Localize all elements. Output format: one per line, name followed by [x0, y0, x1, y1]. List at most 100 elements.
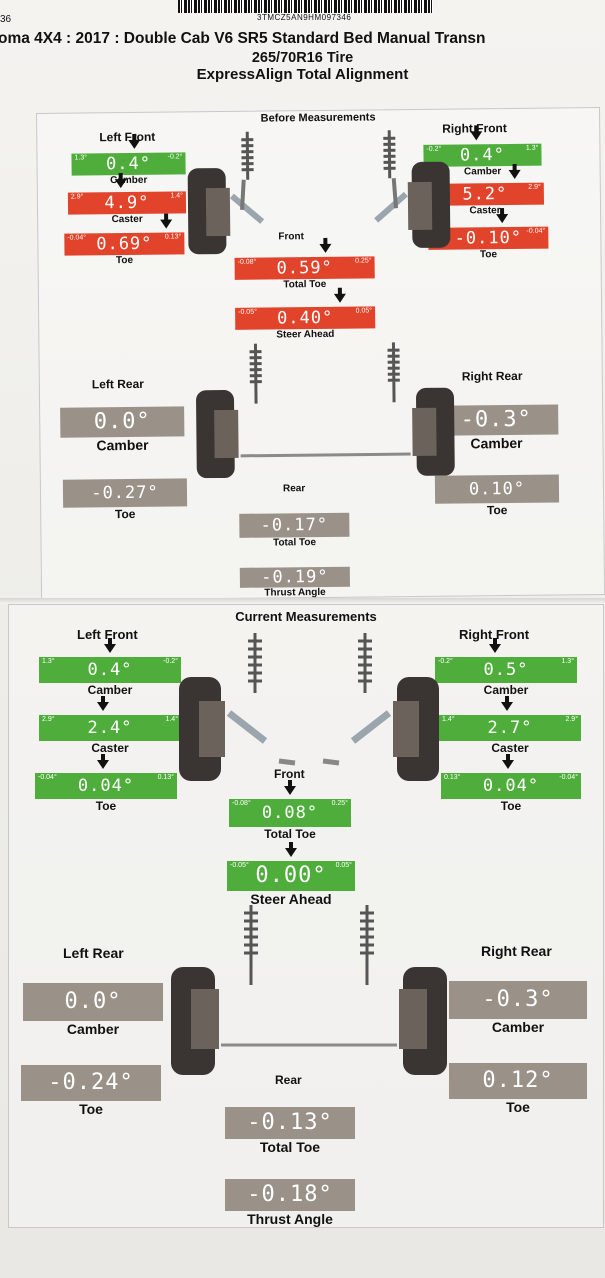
gauge-value: 0.4°	[87, 660, 133, 680]
gauge-max: 0.13°	[157, 774, 174, 781]
indicator-arrow-icon	[470, 131, 483, 141]
steer-ahead-gauge: -0.05°0.05°0.40°Steer Ahead	[235, 293, 376, 340]
front-suspension-icon	[187, 130, 451, 255]
gauge-min: 2.9°	[42, 716, 55, 723]
gauge-caption: Caster	[491, 741, 529, 755]
gauge-value: 2.7°	[487, 718, 533, 738]
lf-toe-gauge: -0.04° 0.13° 0.04° Toe	[35, 754, 177, 813]
gauge-value: 0.5°	[483, 660, 529, 680]
gauge-caption: Total Toe	[264, 827, 316, 841]
gauge-max: 1.3°	[561, 658, 574, 665]
gauge-min: 0.13°	[444, 774, 461, 781]
gauge-max: 0.05°	[335, 862, 352, 869]
gauge-bar	[227, 861, 355, 891]
gauge-bar	[435, 657, 577, 683]
gauge-bar	[21, 1065, 161, 1101]
gauge-caption: Toe	[506, 1099, 530, 1115]
gauge-max: -0.04°	[559, 774, 578, 781]
rr-toe-gauge: 0.10° Toe	[434, 474, 560, 517]
gauge-value: 0.10°	[468, 478, 526, 500]
gauge-max: 2.9°	[565, 716, 578, 723]
gauge-value: 0.12°	[482, 1068, 554, 1093]
indicator-arrow-icon	[285, 842, 297, 857]
gauge-caption: Toe	[115, 254, 134, 267]
gauge-bar	[35, 773, 177, 799]
gauge-min: -0.04°	[38, 774, 57, 781]
gauge-caption: Toe	[486, 503, 508, 518]
gauge-value: 0.59°	[276, 257, 333, 279]
gauge-value: 4.9°	[104, 192, 150, 214]
gauge-caption: Caster	[91, 741, 129, 755]
gauge-bar	[229, 799, 351, 827]
gauge-value: 0.0°	[64, 989, 122, 1014]
lr-toe-gauge: -0.24°Toe	[21, 1065, 161, 1117]
tire-size: 265/70R16 Tire	[251, 50, 354, 66]
service-title: ExpressAlign Total Alignment	[196, 66, 409, 83]
gauge-value: -0.19°	[261, 566, 329, 588]
indicator-arrow-icon	[496, 214, 509, 224]
gauge-caption: Total Toe	[259, 1139, 321, 1155]
thrust-angle-gauge: -0.18° Thrust Angle	[225, 1179, 355, 1227]
indicator-arrow-icon	[114, 179, 127, 189]
gauge-caption: Total Toe	[283, 278, 327, 291]
indicator-arrow-icon	[160, 219, 173, 229]
gauge-caption: Toe	[114, 506, 136, 522]
right-rear-label: Right Rear	[481, 943, 552, 959]
gauge-caption: Camber	[110, 174, 148, 187]
indicator-arrow-icon	[127, 139, 141, 149]
right-rear-label: Right Rear	[461, 368, 523, 384]
lf-caster-gauge: 2.9°1.4°4.9°Caster	[67, 179, 187, 225]
gauge-bar	[225, 1107, 355, 1139]
gauge-value: -0.18°	[247, 1182, 333, 1207]
panel-title: Current Measurements	[235, 609, 377, 624]
lf-camber-gauge: 1.3° -0.2° 0.4° Camber	[39, 638, 181, 697]
gauge-caption: Toe	[95, 799, 117, 813]
gauge-caption: Toe	[500, 799, 522, 813]
gauge-value: -0.27°	[91, 482, 159, 504]
left-rear-label: Left Rear	[63, 945, 124, 961]
lf-caster-gauge: 2.9°1.4°2.4°Caster	[39, 696, 181, 755]
total-toe-gauge: -0.08°0.25°0.08°Total Toe	[229, 780, 351, 841]
gauge-max: 0.25°	[331, 800, 348, 807]
gauge-caption: Camber	[491, 1019, 545, 1035]
gauge-caption: Total Toe	[272, 537, 317, 549]
gauge-bar	[39, 715, 181, 741]
rear-label: Rear	[275, 1073, 302, 1087]
gauge-bar	[449, 1063, 587, 1099]
gauge-value: -0.3°	[482, 987, 554, 1012]
gauge-value: 0.04°	[77, 776, 135, 796]
gauge-min: -0.05°	[230, 862, 249, 869]
page-tag: 36	[0, 14, 12, 25]
paper-fold	[0, 598, 605, 604]
left-rear-label: Left Rear	[91, 376, 144, 392]
gauge-caption: Toe	[79, 1101, 103, 1117]
indicator-arrow-icon	[97, 754, 110, 769]
gauge-max: -0.2°	[163, 658, 178, 665]
gauge-caption: Camber	[87, 683, 133, 697]
right-front-label: Right Front	[459, 627, 530, 642]
vin-number: 3TMCZ5AN9HM097346	[257, 13, 352, 22]
gauge-caption: Camber	[96, 436, 149, 454]
indicator-arrow-icon	[96, 696, 109, 711]
before-measurements-panel: Before Measurements Left Front Right Fro…	[36, 107, 605, 601]
rear-total-toe-gauge: -0.13°Total Toe	[225, 1107, 355, 1155]
gauge-min: 1.3°	[42, 658, 55, 665]
rf-camber-gauge: -0.2°1.3°0.5°Camber	[435, 638, 577, 697]
lr-toe-gauge: -0.27° Toe	[62, 478, 188, 521]
lr-camber-gauge: 0.0°Camber	[60, 406, 185, 453]
gauge-caption: Steer Ahead	[276, 328, 335, 341]
indicator-arrow-icon	[501, 696, 514, 711]
barcode	[178, 0, 433, 13]
gauge-value: 0.69°	[96, 233, 153, 255]
gauge-value: -0.17°	[260, 514, 329, 536]
rear-suspension-icon	[171, 905, 447, 1075]
gauge-caption: Thrust Angle	[247, 1211, 333, 1227]
gauge-value: 0.04°	[482, 776, 540, 796]
gauge-value: 0.40°	[276, 307, 334, 329]
gauge-bar	[439, 715, 581, 741]
indicator-arrow-icon	[284, 780, 296, 795]
gauge-max: 1.4°	[165, 716, 178, 723]
rear-total-toe-gauge: -0.17°Total Toe	[239, 512, 350, 548]
gauge-value: 0.00°	[255, 863, 327, 888]
